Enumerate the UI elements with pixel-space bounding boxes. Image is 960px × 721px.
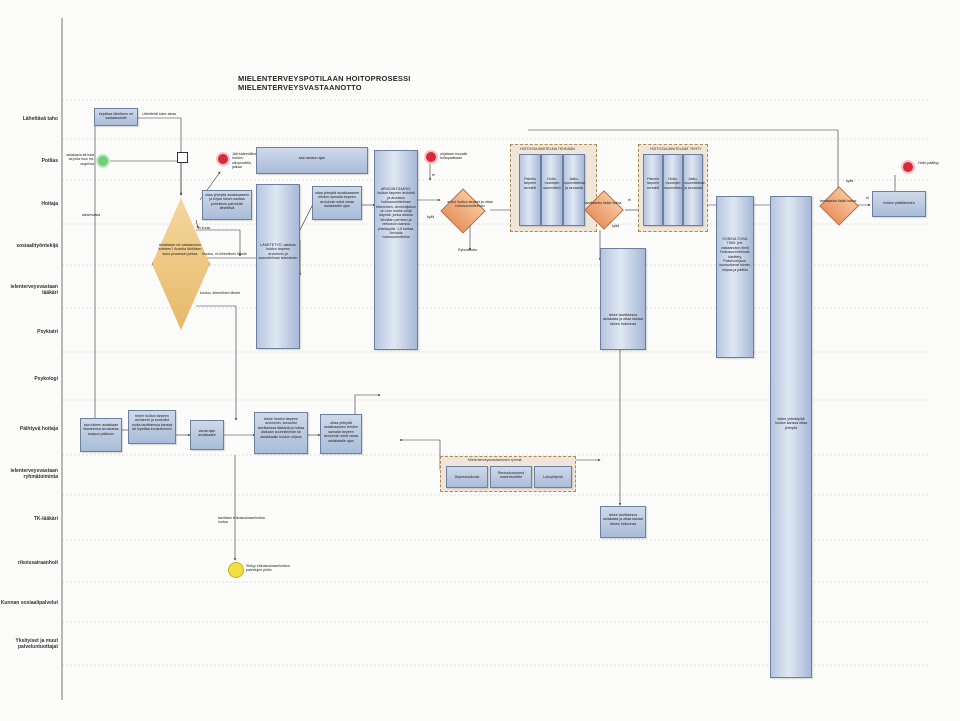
paihde-call-text: ottaa yhteyttä asiakkaaseen tehden samal…: [324, 421, 358, 443]
arviointi-text: ARVIOINTIJAKSO: hoidon tarpeen arviointi…: [376, 187, 416, 240]
nurse-contact-box[interactable]: ottaa yhteyttä asiakkaaseen ja kirjaa hä…: [202, 190, 252, 220]
lane-ryhmatoiminta: ielenterveysvastaan ryhmätoiminta: [10, 468, 58, 480]
hoito-group-1-item-3-text: Jatko-suunnitelman ja seuranta: [564, 177, 586, 190]
ei-label-3: ei: [866, 196, 869, 200]
patient-appointment-box[interactable]: saa varatun ajan: [256, 147, 368, 174]
lane-yksityiset: Yksityiset ja muut palveluntuottajat: [15, 638, 58, 650]
big-column[interactable]: tekee yhteistyötä hoidon kanssa ottaa yh…: [770, 196, 812, 678]
end-event-patient-top[interactable]: [216, 152, 230, 166]
tk-note: tarvitaan erikoissairaanhoitoa hoitoa: [218, 516, 265, 525]
paihde-treat-text: tekee hoidon tarpeen arvioinnin, konsult…: [257, 417, 305, 439]
lane-lahettava: Lähettävä taho: [22, 116, 58, 122]
start-event[interactable]: [96, 154, 110, 168]
referral-box-text: kirjoittaa lähetteen mt vastaanotolle: [98, 112, 134, 121]
patient-appointment-text: saa varatun ajan: [298, 156, 326, 160]
lane-mt-laakari: ielenterveysvastaan lääkäri: [10, 284, 58, 296]
lane-potilas: Potilas: [41, 158, 58, 164]
hoito-group-2-item-1-text: Palvelu tarpeen arviointi: [646, 177, 660, 190]
ryhma-item-2[interactable]: Rentoutusryhmä masentuneille: [490, 466, 532, 488]
decision-main-text: Asiakkaan mt-vastaanoton kohteen? Arvioi…: [158, 243, 202, 256]
decision-end-text: tarvitaanko lisää hoitoa: [819, 199, 857, 203]
hoito-group-1-item-2[interactable]: Hoito-muotojen suunnittelu: [541, 154, 563, 226]
paihde-nurse-2[interactable]: tekee hoidon tarpeen arvioinnin ja konsu…: [128, 410, 176, 444]
lane-erikoissairaanhoito: rikoissairaanhoit: [17, 560, 58, 566]
ryhma-item-3[interactable]: Lukuyhtymä: [534, 466, 572, 488]
ei-label: ei: [432, 173, 435, 177]
lane-kunnan-sosiaalipalvelut: Kunnan sosiaalipalvelut: [0, 600, 58, 606]
dec-kuuluu-label: Kuuluu, ei-kiireellinen lähete: [202, 252, 247, 256]
end-right-box-text: hoidon päättäminen: [883, 201, 915, 205]
dec-kiireellinen-label: kuuluu, kiireellinen lähete: [200, 291, 241, 295]
ryhma-item-2-text: Rentoutusryhmä masentuneille: [497, 471, 525, 480]
paihde-appt-text: varaa ajan asiakkaalle: [198, 429, 216, 438]
hoito-group-1-item-1[interactable]: Palvelu tarpeen arviointi: [519, 154, 541, 226]
ryhmahoito-label: Ryhmähoito: [458, 248, 478, 252]
hoito-group-2-title: HOITOSUUNNITELMAT TEHTY: [650, 147, 702, 151]
hoito-group-2-item-2[interactable]: Hoito-muotojen suunnittelu: [663, 154, 683, 226]
hoito-group-1-item-2-text: Hoito-muotojen suunnittelu: [543, 177, 561, 190]
patient-contact-text: asiakas/a ait tulla tai jolla muu mt-ong…: [66, 153, 94, 166]
kylla-label: kyllä: [427, 215, 435, 219]
decision-more-1-text: tarvitaanko lisää hoitoa: [584, 201, 622, 205]
end-event-right[interactable]: [901, 160, 915, 174]
hoito-group-1-title: HOITOSUUNNITELMA TEHDÄÄN: [520, 147, 575, 151]
hoito-group-2-item-3[interactable]: Jatko-suunnitelman ja seuranta: [683, 154, 706, 226]
end-event-arviointi[interactable]: [424, 150, 438, 164]
paihde-appt[interactable]: varaa ajan asiakkaalle: [190, 420, 224, 450]
lahetetyo-text: LÄHETETYÖ: asiakas hoidon tarpeen arvioi…: [258, 243, 298, 261]
psyk-box[interactable]: tekee tarvittaessa asiakasta ja ottaa ka…: [600, 248, 646, 350]
kylla-label-2: kyllä: [612, 224, 620, 228]
ei-label-2: ei: [628, 198, 631, 202]
nurse-note: aika/muista: [82, 213, 101, 217]
paihde-nurse-2-text: tekee hoidon tarpeen arvioinnin ja konsu…: [131, 414, 173, 432]
ryhma-item-1-text: Depressiokoulu: [454, 475, 480, 479]
psyk-box-text: tekee tarvittaessa asiakasta ja ottaa ka…: [603, 313, 643, 326]
lane-sosiaalityontekija: sosiaalityöntekijä: [16, 243, 58, 249]
hoito-group-1-item-3[interactable]: Jatko-suunnitelman ja seuranta: [563, 154, 585, 226]
ryhma-item-1[interactable]: Depressiokoulu: [446, 466, 488, 488]
ryhma-group-title: Mielenterveysvastaanoton ryhmiä: [468, 458, 522, 462]
nurse-call-text: ottaa yhteyttä asiakkaaseen tehden samal…: [314, 191, 360, 209]
nurse-call-box[interactable]: ottaa yhteyttä asiakkaaseen tehden samal…: [312, 186, 362, 220]
lane-hoitaja: Hoitaja: [41, 201, 58, 207]
paihde-nurse-1-text: saa tulleen asiakkaan tilanteensa tai as…: [83, 423, 119, 436]
arviointi-box[interactable]: ARVIOINTIJAKSO: hoidon tarpeen arviointi…: [374, 150, 418, 350]
referral-box[interactable]: kirjoittaa lähetteen mt vastaanotolle: [94, 108, 138, 126]
paihde-call[interactable]: ottaa yhteyttä asiakkaaseen tehden samal…: [320, 414, 362, 454]
end-right-box[interactable]: hoidon päättäminen: [872, 191, 926, 217]
diagram-title: MIELENTERVEYSPOTILAAN HOITOPROSESSI MIEL…: [238, 74, 411, 92]
dec-yes-label: ei kuulu: [198, 226, 211, 230]
paihde-nurse-1[interactable]: saa tulleen asiakkaan tilanteensa tai as…: [80, 418, 122, 452]
konsultointi-box[interactable]: KONSULTOIVA TIIMI: (mt-vastaanoton tiimi…: [716, 196, 754, 358]
nurse-contact-text: ottaa yhteyttä asiakkaaseen ja kirjaa hä…: [204, 193, 250, 211]
lahetetyo-box[interactable]: LÄHETETYÖ: asiakas hoidon tarpeen arvioi…: [256, 184, 300, 349]
hoito-group-2-item-1[interactable]: Palvelu tarpeen arviointi: [643, 154, 663, 226]
end-arviointi-text: ohjataan muualle hoitopaikkaan: [440, 152, 468, 161]
lane-tk-laakari: TK-lääkäri: [33, 516, 58, 522]
paihde-treat[interactable]: tekee hoidon tarpeen arvioinnin, konsult…: [254, 412, 308, 454]
end-right-text: Hoito päättyy: [918, 161, 939, 165]
kylla-label-right: kyllä: [846, 179, 854, 183]
title-line-1: MIELENTERVEYSPOTILAAN HOITOPROSESSI: [238, 74, 411, 83]
lane-psykologi: Psykologi: [34, 376, 58, 382]
lane-paihde-hoitaja: Päihtyvä hoitaja: [19, 426, 58, 432]
konsultointi-text: KONSULTOIVA TIIMI: (mt-vastaanoton tiimi…: [719, 237, 751, 272]
decision-arviointi-text: arvioi hoidon tarpeet ja ottaa hoitosuun…: [447, 200, 493, 209]
big-column-text: tekee yhteistyötä hoidon kanssa ottaa yh…: [774, 417, 808, 430]
end-patient-top-text: Jää säännöllinen hoidon ulkopuolelle, ja…: [232, 152, 259, 170]
ryhma-item-3-text: Lukuyhtymä: [543, 475, 563, 479]
tk-box-text: tekee tarvittaessa asiakasta ja ottaa ka…: [603, 513, 643, 526]
lane-psykiatri: Psykiatri: [37, 329, 58, 335]
esh-end-event[interactable]: [228, 562, 244, 578]
hoito-group-2-item-3-text: Jatko-suunnitelman ja seuranta: [684, 177, 706, 190]
document-icon: [177, 152, 188, 163]
title-line-2: MIELENTERVEYSVASTAANOTTO: [238, 83, 362, 92]
hoito-group-2-item-2-text: Hoito-muotojen suunnittelu: [664, 177, 682, 190]
tk-box[interactable]: tekee tarvittaessa asiakasta ja ottaa ka…: [600, 506, 646, 538]
referral-sent-label: Lähetteitä tulee ainas: [142, 112, 177, 116]
esh-end-text: Siirtyy erikoissairaanhoidon palvelujen …: [246, 564, 290, 573]
hoito-group-1-item-1-text: Palvelu tarpeen arviointi: [523, 177, 537, 190]
